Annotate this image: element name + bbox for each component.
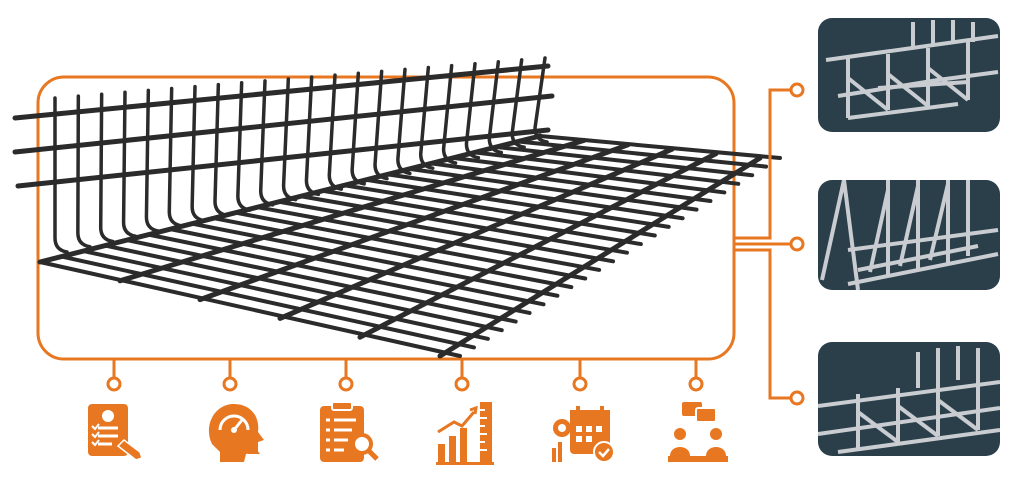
growth-chart-ruler-icon [430,398,500,468]
mesh-wire [533,56,549,144]
mesh-wire [117,137,587,284]
mesh-wire [146,232,532,315]
mesh-wire [304,75,321,197]
bottom-connector-node [222,376,238,392]
mesh-wire [510,58,526,149]
bottom-connectors [106,359,704,392]
mesh-wire [298,194,629,255]
right-connectors [734,82,805,406]
bottom-connector-node [688,376,704,392]
mesh-wire [124,238,518,324]
mesh-wire [281,77,298,202]
mesh-wire [364,177,671,229]
mesh-wire [451,155,727,195]
bottom-connector-node [338,376,354,392]
frame-illustration-1 [818,18,1000,132]
mesh-wire [418,65,435,170]
mesh-wire [357,151,719,340]
mesh-wire [213,82,229,218]
mesh-wire [385,172,685,221]
support-frame-panel-3 [818,342,1000,456]
main-frame [36,75,736,361]
mesh-wire [373,69,389,181]
support-frame-panel-2 [818,180,1000,290]
mesh-wire [211,216,574,290]
mesh-wire [59,254,476,350]
calendar-gear-icon [548,398,618,468]
mesh-wire [98,92,115,244]
mesh-wire [320,188,643,247]
bottom-connector-node [106,376,122,392]
frame-illustration-2 [818,180,1000,290]
mesh-wire [12,93,555,155]
mesh-wire [81,249,490,341]
team-discussion-icon [664,398,734,468]
mesh-wire [255,205,602,272]
mesh-wire [487,60,504,155]
mesh-wire [121,90,138,239]
mesh-wire [144,88,161,233]
mesh-wire [441,63,458,165]
mesh-wire [12,63,551,121]
mesh-wire [277,146,675,321]
mesh-wire [197,142,631,303]
bottom-connector-node [572,376,588,392]
checklist-person-icon [80,398,150,468]
frame-illustration-3 [818,342,1000,456]
mesh-wire [407,166,699,212]
mesh-wire [103,243,504,333]
support-frame-panel-1 [818,18,1000,132]
mesh-wire [190,84,206,223]
mesh-wire [167,86,184,228]
mesh-wire [277,199,616,264]
wire-mesh-basket [12,56,782,359]
mesh-wire [53,96,69,254]
bottom-connector-node [454,376,470,392]
clipboard-search-icon [312,398,382,468]
mesh-wire [190,221,560,298]
mesh-wire [342,183,657,238]
mesh-wire [350,71,366,186]
mesh-wire [15,127,551,189]
mesh-wire [464,61,481,160]
mesh-wire [38,260,462,358]
mesh-wire [236,81,252,212]
mesh-wire [168,227,546,307]
head-gauge-icon [198,398,268,468]
mesh-wire [76,94,92,249]
mesh-wire [396,67,412,176]
mesh-wire [233,210,588,281]
mesh-wire [258,79,275,207]
mesh-wire [429,161,713,204]
mesh-wire [327,73,344,191]
